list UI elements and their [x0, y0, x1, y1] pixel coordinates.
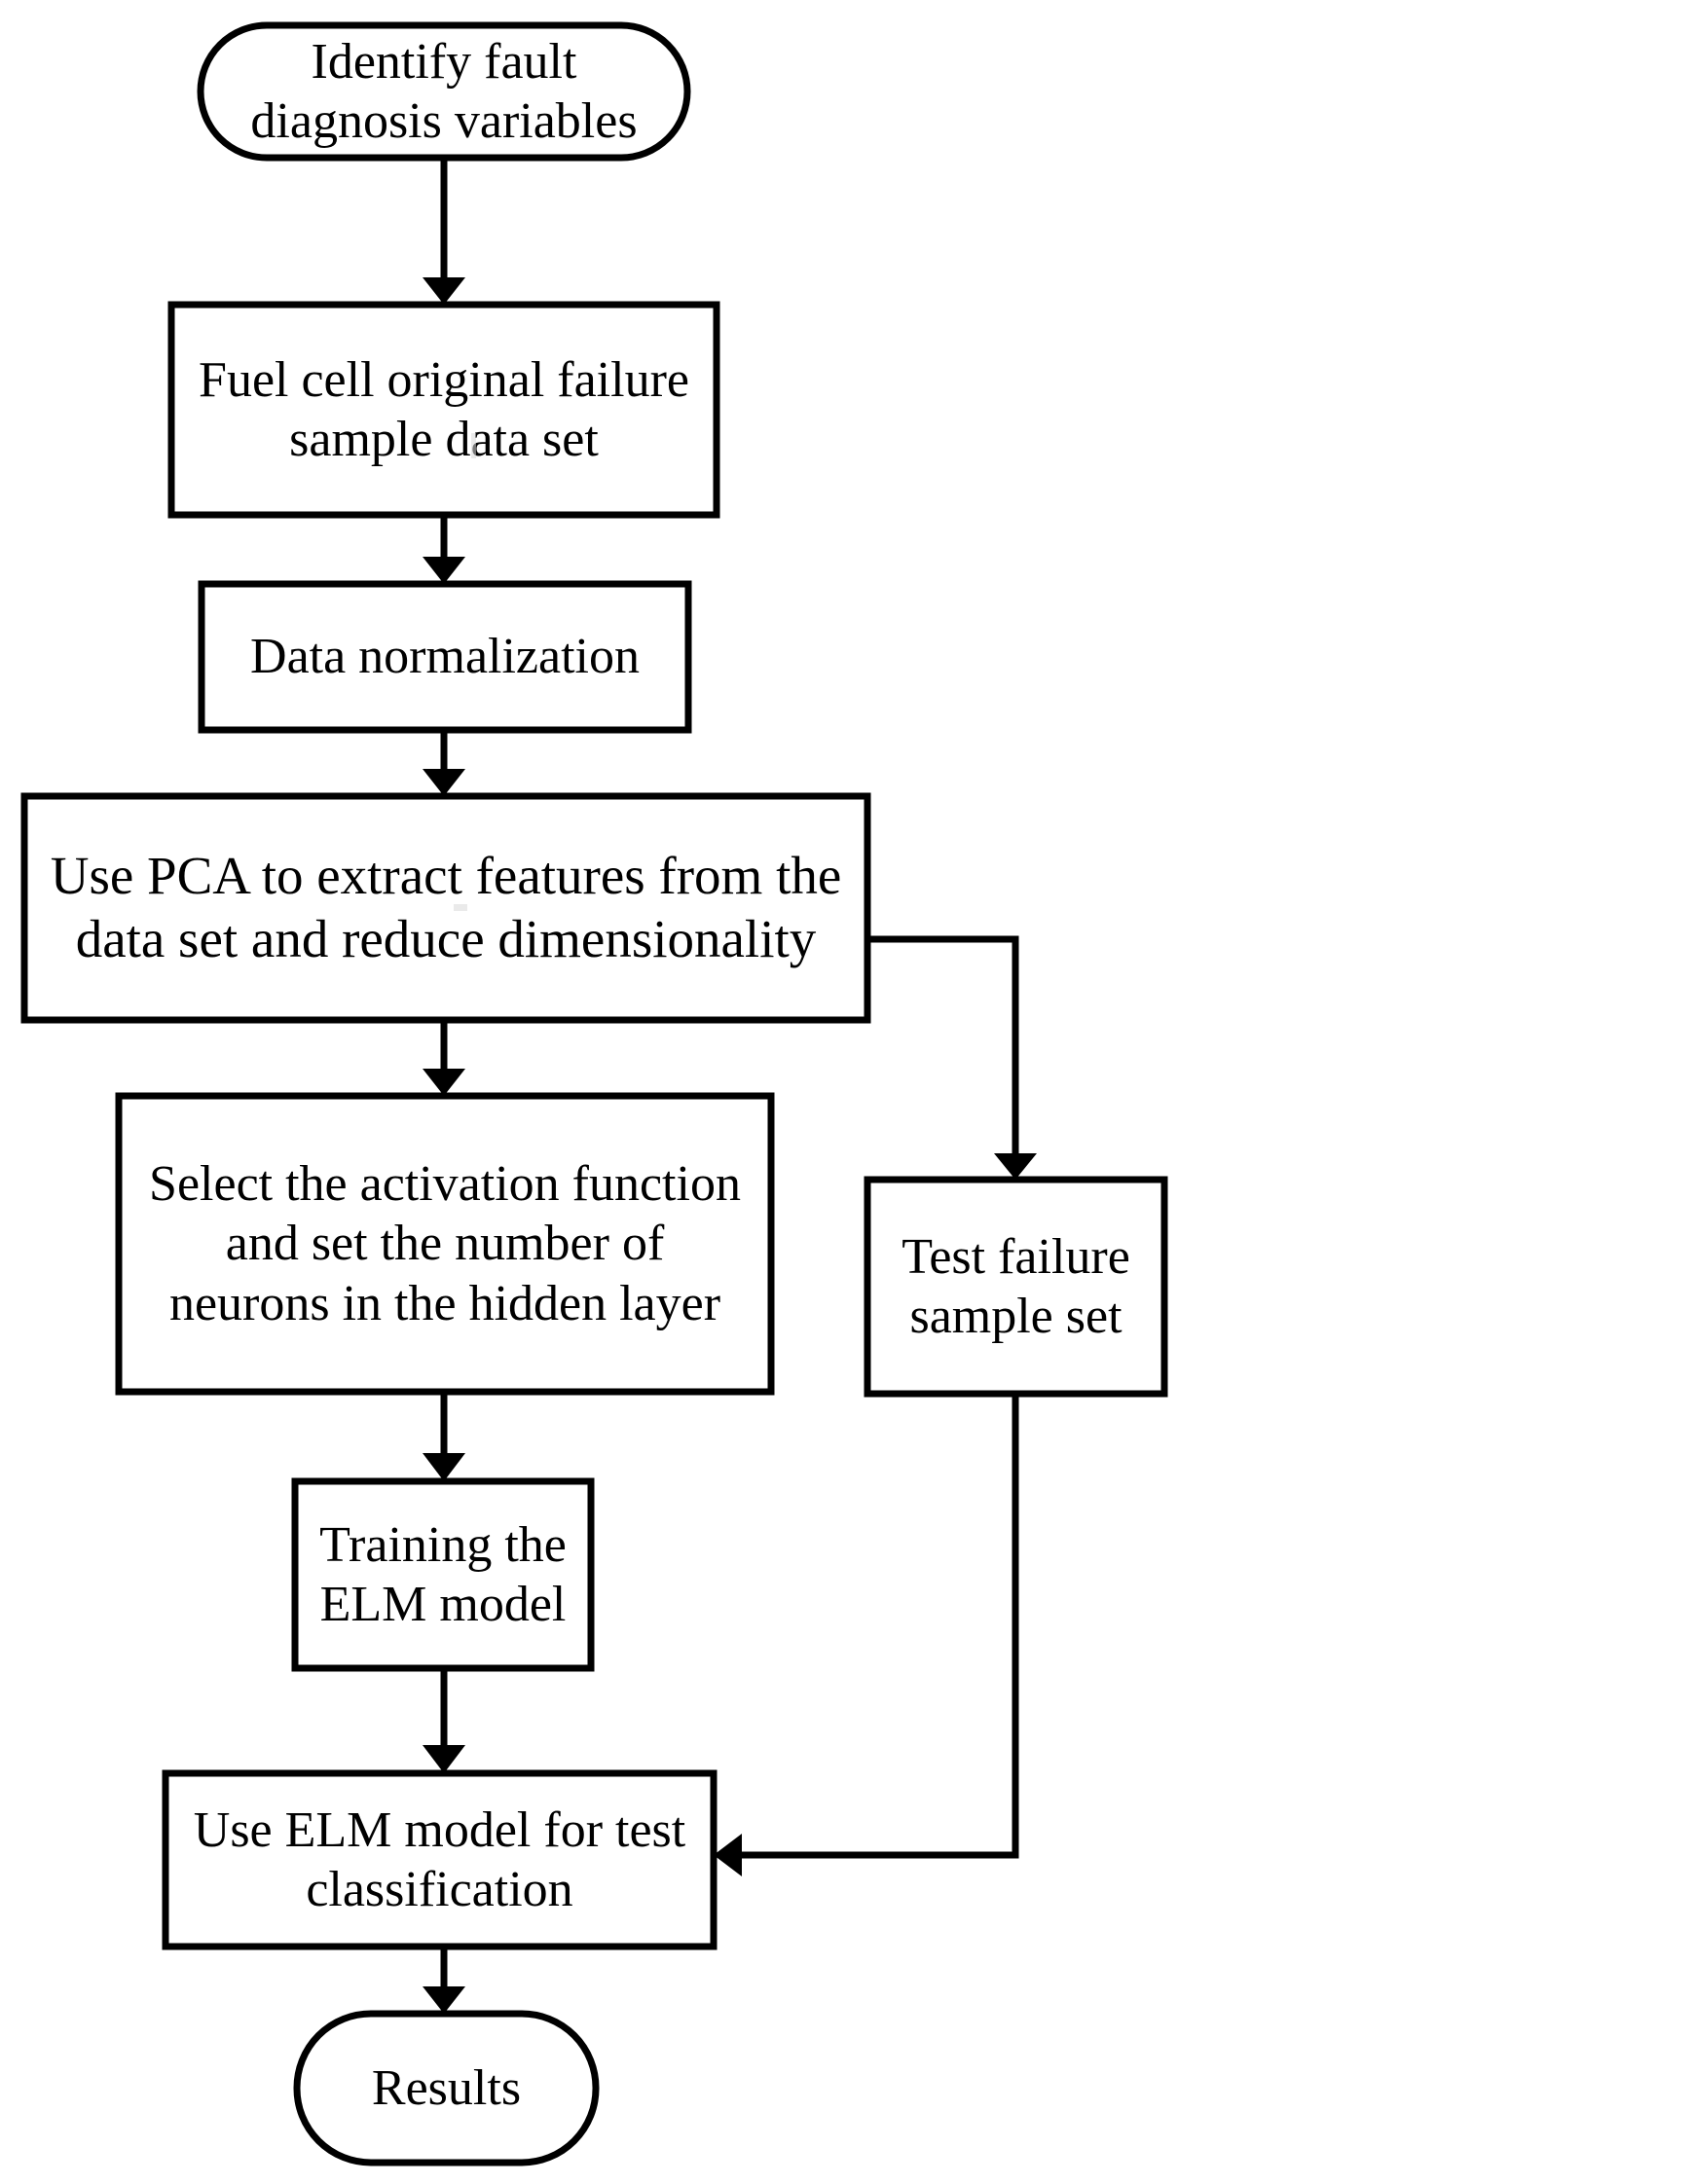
node-results-shape[interactable] [293, 2010, 600, 2166]
edge-train-to-useelm [423, 1668, 465, 1773]
node-start-shape[interactable] [197, 21, 691, 162]
edge-testset-to-useelm [714, 1394, 1019, 1876]
edge-dataset-to-normalization [423, 515, 465, 584]
node-testset-shape[interactable] [864, 1176, 1168, 1398]
edge-useelm-to-results [423, 1947, 465, 2014]
scan-artifact-select [454, 904, 467, 911]
scan-artifact-normalization [471, 433, 476, 458]
edge-pca-to-select [423, 1020, 465, 1096]
edge-pca-to-testset [867, 935, 1037, 1180]
node-normalization-shape[interactable] [198, 580, 692, 734]
node-useelm-shape[interactable] [162, 1769, 718, 1950]
edge-normalization-to-pca [423, 730, 465, 796]
node-dataset-shape[interactable] [167, 301, 720, 519]
edge-select-to-train [423, 1392, 465, 1481]
node-pca-shape[interactable] [20, 792, 871, 1024]
node-train-shape[interactable] [291, 1477, 595, 1672]
node-select-shape[interactable] [115, 1092, 775, 1396]
edge-start-to-dataset [423, 158, 465, 305]
